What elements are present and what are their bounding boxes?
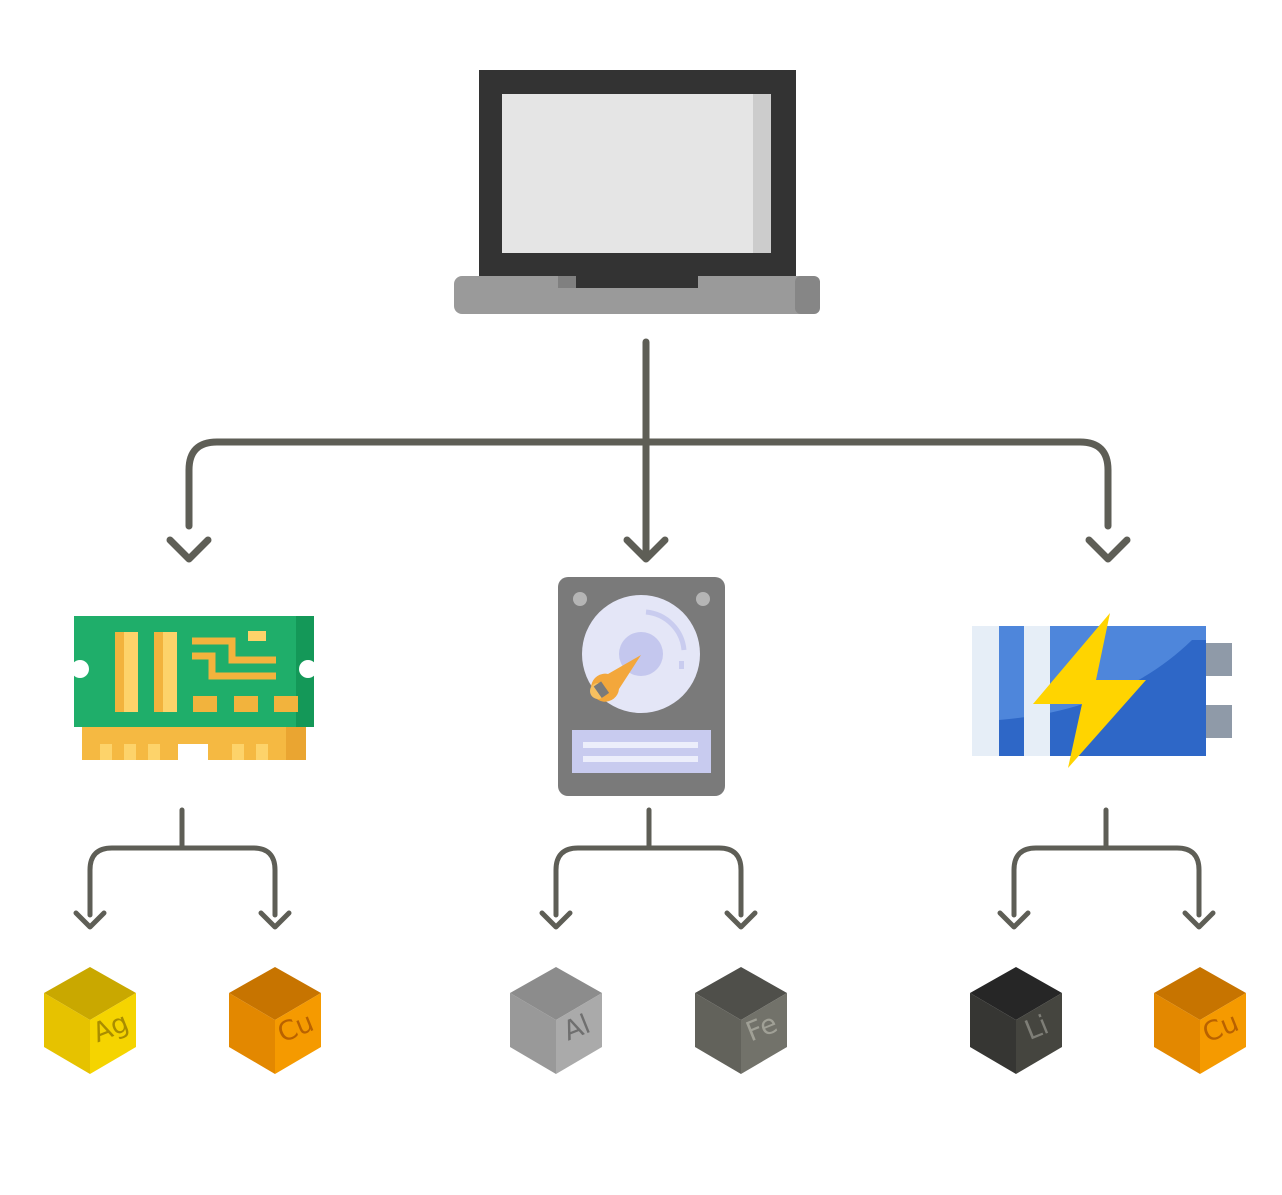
laptop-icon [454,70,820,314]
element-cube: Ag [44,967,136,1074]
element-cubes: Ag Cu Al Fe Li [44,967,1246,1074]
element-cube: Cu [1154,967,1246,1074]
sub-connectors [73,807,1216,930]
element-cube: Al [510,967,602,1074]
element-cube: Fe [695,967,787,1074]
ram-module-icon [71,616,317,760]
element-cube: Li [970,967,1062,1074]
hard-disk-icon [558,577,725,796]
main-connector [166,338,1131,563]
element-cube: Cu [229,967,321,1074]
battery-icon [972,613,1232,768]
